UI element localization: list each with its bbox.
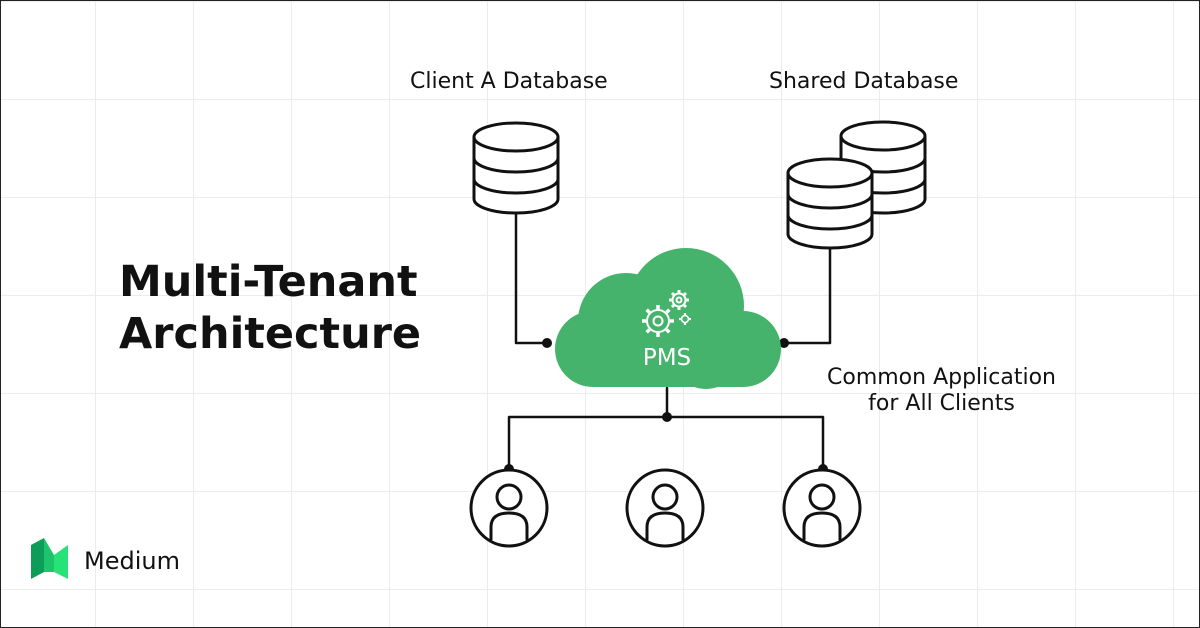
gear-icon [642,305,674,337]
connector-client-bus [507,415,825,471]
common-application-line-2: for All Clients [868,391,1015,416]
user-icon [782,468,862,548]
gear-icon [669,290,689,310]
client-a-database-label: Client A Database [410,69,608,94]
shared-database-label: Shared Database [769,69,959,94]
title-line-1: Multi-Tenant [119,257,418,307]
common-application-line-1: Common Application [827,365,1057,390]
connector-dot [779,338,789,348]
common-application-label: Common Application for All Clients [827,365,1056,417]
medium-logo-icon [31,538,68,579]
user-icon [469,468,549,548]
connector-client-a-to-cloud [514,209,549,345]
brand-name: Medium [84,547,180,575]
database-icon [472,121,560,215]
connector-dot [662,412,672,422]
diagram-title: Multi-Tenant Architecture [119,256,421,360]
cloud-label: PMS [642,345,692,371]
title-line-2: Architecture [119,309,422,359]
database-icon [786,157,874,250]
connector-dot [542,338,552,348]
connector-shared-to-cloud [782,245,832,345]
gear-icon [679,313,691,325]
user-icon [625,468,705,548]
cloud-shape [555,248,781,389]
